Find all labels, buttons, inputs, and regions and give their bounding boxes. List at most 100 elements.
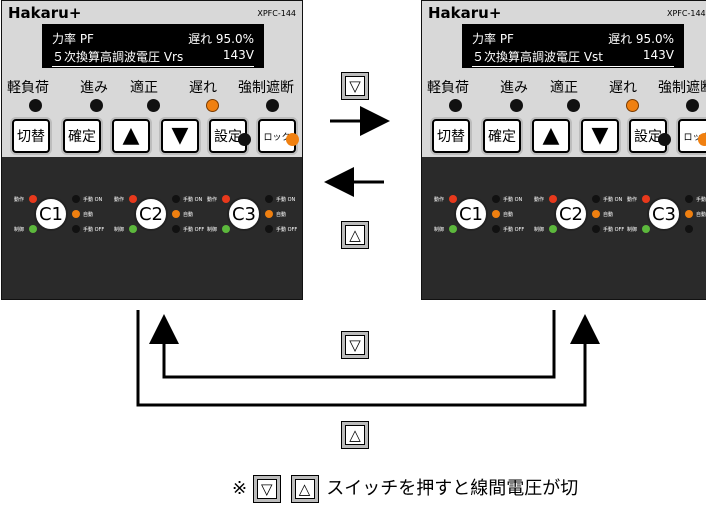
circuit-c3: C3 (227, 197, 261, 231)
switch-button[interactable]: 切替 (432, 119, 470, 153)
c2-manual-on-led (172, 195, 180, 203)
c2-manual-on-led (592, 195, 600, 203)
triangle-down-icon: ▼ (591, 123, 609, 148)
lcd-harmonic-value: 143V (642, 48, 674, 62)
note-text: スイッチを押すと線間電圧が切 (326, 478, 579, 499)
c3-run-label: 動作 (627, 197, 638, 203)
lcd-harmonic-label: ５次換算高調波電圧 Vst (472, 50, 603, 64)
c2-control-label: 制御 (534, 227, 545, 233)
circuit-c2: C2 (134, 197, 168, 231)
c3-auto-led (265, 210, 273, 218)
inner-loop-line (149, 310, 556, 379)
c2-run-led (129, 195, 137, 203)
brand-logo: Hakaru+ (8, 4, 82, 22)
c1-control-led (449, 225, 457, 233)
indicator-lead-label: 進み (80, 80, 108, 96)
circuit-c3: C3 (647, 197, 681, 231)
lcd-pf-label: 力率 PF (52, 32, 94, 46)
c3-auto-led (685, 210, 693, 218)
down-button[interactable]: ▼ (161, 119, 199, 153)
c2-manual-off-label: 手動 OFF (183, 227, 205, 233)
note-up-key: △ (290, 475, 319, 503)
c2-auto-led (172, 210, 180, 218)
circuit-c1: C1 (34, 197, 68, 231)
led-proper (567, 99, 580, 112)
c1-manual-off-led (492, 225, 500, 233)
c2-manual-off-led (172, 225, 180, 233)
c1-run-led (29, 195, 37, 203)
c2-run-label: 動作 (534, 197, 545, 203)
up-button[interactable]: ▲ (532, 119, 570, 153)
c1-auto-label: 自動 (503, 212, 514, 218)
footnote: ※ ▽ △ スイッチを押すと線間電圧が切 (232, 474, 578, 503)
brand-logo: Hakaru+ (428, 4, 502, 22)
lcd-display: 力率 PF 遅れ 95.0% ５次換算高調波電圧 Vst 143V (462, 24, 684, 68)
c1-manual-on-led (72, 195, 80, 203)
settings-led (238, 133, 251, 146)
c1-auto-led (72, 210, 80, 218)
down-triangle-icon: ▽ (345, 335, 365, 355)
led-light-load (449, 99, 462, 112)
triangle-up-icon: ▲ (122, 123, 140, 148)
c2-auto-label: 自動 (603, 212, 614, 218)
c1-manual-off-label: 手動 OFF (83, 227, 105, 233)
down-triangle-icon: ▽ (345, 76, 365, 96)
up-triangle-icon: △ (294, 479, 315, 499)
led-lag (206, 99, 219, 112)
c3-run-led (222, 195, 230, 203)
c3-manual-off-led (685, 225, 693, 233)
led-light-load (29, 99, 42, 112)
led-forced-cutoff (686, 99, 699, 112)
circuit-c1: C1 (454, 197, 488, 231)
c1-manual-off-led (72, 225, 80, 233)
c3-manual-on-label: 手動 ON (276, 197, 296, 203)
c1-run-led (449, 195, 457, 203)
down-key-box-loop: ▽ (341, 331, 369, 359)
down-key-box-top: ▽ (341, 72, 369, 100)
indicator-proper-label: 適正 (550, 80, 578, 96)
c1-manual-off-label: 手動 OFF (503, 227, 525, 233)
lcd-harmonic-label: ５次換算高調波電圧 Vrs (52, 50, 184, 64)
confirm-button[interactable]: 確定 (63, 119, 101, 153)
c1-control-led (29, 225, 37, 233)
c2-run-label: 動作 (114, 197, 125, 203)
indicator-forced-cutoff-label: 強制遮断 (238, 80, 294, 96)
c2-control-led (129, 225, 137, 233)
indicator-light-load-label: 軽負荷 (427, 80, 469, 96)
c3-manual-on-label: 手動 ON (696, 197, 706, 203)
lcd-display: 力率 PF 遅れ 95.0% ５次換算高調波電圧 Vrs 143V (42, 24, 264, 68)
c3-run-label: 動作 (207, 197, 218, 203)
confirm-button[interactable]: 確定 (483, 119, 521, 153)
c1-auto-led (492, 210, 500, 218)
indicator-lag-label: 遅れ (609, 80, 637, 96)
c2-manual-off-led (592, 225, 600, 233)
c3-control-label: 制御 (627, 227, 638, 233)
c2-run-led (549, 195, 557, 203)
c3-control-label: 制御 (207, 227, 218, 233)
c2-manual-off-label: 手動 OFF (603, 227, 625, 233)
up-key-box-middle: △ (341, 221, 369, 249)
model-label: XPFC-144 (257, 9, 296, 18)
c3-manual-off-led (265, 225, 273, 233)
lock-led (286, 133, 299, 146)
led-lead (510, 99, 523, 112)
down-button[interactable]: ▼ (581, 119, 619, 153)
led-lead (90, 99, 103, 112)
c3-control-led (642, 225, 650, 233)
switch-button[interactable]: 切替 (12, 119, 50, 153)
c3-control-led (222, 225, 230, 233)
indicator-lead-label: 進み (500, 80, 528, 96)
c2-manual-on-label: 手動 ON (603, 197, 623, 203)
c1-manual-on-label: 手動 ON (503, 197, 523, 203)
triangle-down-icon: ▼ (171, 123, 189, 148)
up-button[interactable]: ▲ (112, 119, 150, 153)
c1-auto-label: 自動 (83, 212, 94, 218)
led-proper (147, 99, 160, 112)
c3-auto-label: 自動 (696, 212, 706, 218)
settings-led (658, 133, 671, 146)
model-label: XPFC-144 (667, 9, 706, 18)
circuit-c2: C2 (554, 197, 588, 231)
c2-manual-on-label: 手動 ON (183, 197, 203, 203)
c2-control-led (549, 225, 557, 233)
